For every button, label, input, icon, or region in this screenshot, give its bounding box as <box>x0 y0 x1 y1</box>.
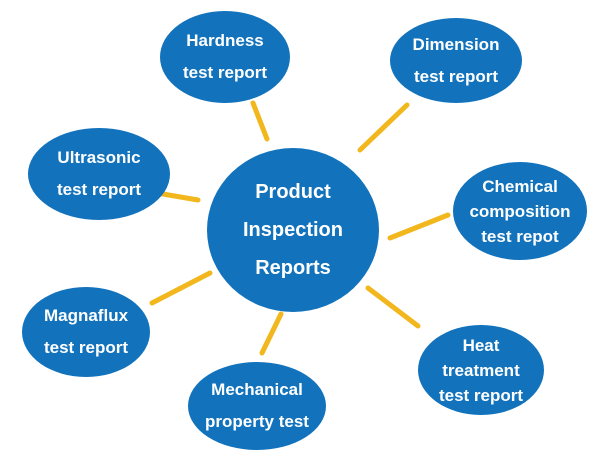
node-chemical-composition-test-repot: Chemical composition test repot <box>453 162 587 260</box>
node-hardness-test-report: Hardness test report <box>160 11 290 103</box>
node-label-line: test report <box>438 385 524 405</box>
node-label-line: Inspection <box>242 219 343 241</box>
node-label-line: treatment <box>442 360 520 380</box>
node-label-line: Chemical <box>482 176 558 196</box>
node-dimension-test-report: Dimension test report <box>390 18 522 103</box>
node-label-line: test repot <box>481 226 559 246</box>
connector-chemical <box>387 212 451 241</box>
node-label-line: test report <box>56 180 142 199</box>
node-ultrasonic-test-report: Ultrasonic test report <box>28 128 170 220</box>
connector-hardness <box>250 100 270 142</box>
node-label-line: test report <box>182 63 268 82</box>
node-label-line: Reports <box>255 257 331 279</box>
connector-heat <box>365 285 421 329</box>
node-label-line: Product <box>255 181 331 203</box>
node-label-line: Magnaflux <box>43 306 129 325</box>
node-label-line: test report <box>413 66 499 86</box>
node-label-line: property test <box>205 412 309 431</box>
connector-dimension <box>357 102 410 153</box>
connector-magnaflux <box>149 270 213 306</box>
node-label-line: Mechanical <box>211 380 303 399</box>
node-label-line: Ultrasonic <box>57 148 141 167</box>
node-label-line: Heat <box>462 335 500 355</box>
node-magnaflux-test-report: Magnaflux test report <box>22 287 150 377</box>
node-label-line: Dimension <box>412 34 500 54</box>
node-mechanical-property-test: Mechanical property test <box>188 362 326 450</box>
node-label-line: Hardness <box>186 31 264 50</box>
node-label-line: composition <box>469 201 571 221</box>
connector-mechanical <box>259 311 284 356</box>
node-label-line: test report <box>43 338 129 357</box>
node-heat-treatment-test-report: Heat treatment test report <box>418 325 544 415</box>
node-product-inspection-reports: Product Inspection Reports <box>207 148 379 312</box>
connector-ultrasonic <box>154 190 201 203</box>
